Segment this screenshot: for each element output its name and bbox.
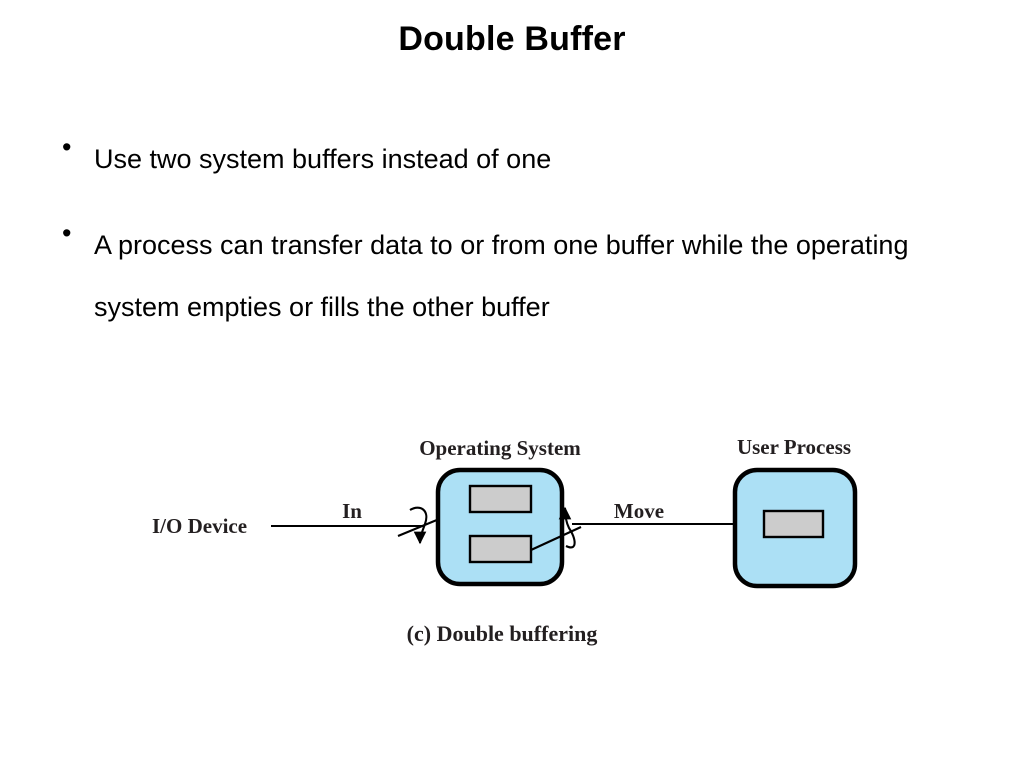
bullet-marker-icon: • xyxy=(62,218,72,248)
list-item: • A process can transfer data to or from… xyxy=(56,214,956,338)
operating-system-label: Operating System xyxy=(419,436,581,460)
in-label: In xyxy=(342,499,362,523)
list-item: • Use two system buffers instead of one xyxy=(56,128,956,190)
lower-buffer-to-move-line xyxy=(530,526,582,551)
os-buffer-lower xyxy=(468,534,533,564)
figure-caption: (c) Double buffering xyxy=(407,621,598,646)
bullet-text: A process can transfer data to or from o… xyxy=(94,230,909,322)
user-process-buffer xyxy=(762,509,825,539)
double-buffering-diagram: Operating System User Process I/O Device… xyxy=(0,400,1024,680)
os-buffer-upper xyxy=(468,484,533,514)
move-label: Move xyxy=(614,499,664,523)
io-device-label: I/O Device xyxy=(152,514,247,538)
bullet-marker-icon: • xyxy=(62,132,72,162)
bullet-list: • Use two system buffers instead of one … xyxy=(56,128,956,362)
move-swap-hook-arrow xyxy=(558,506,576,549)
diagram-svg: Operating System User Process I/O Device… xyxy=(152,435,858,646)
page-title: Double Buffer xyxy=(398,20,626,58)
bullet-text: Use two system buffers instead of one xyxy=(94,144,552,174)
user-process-label: User Process xyxy=(737,435,851,459)
